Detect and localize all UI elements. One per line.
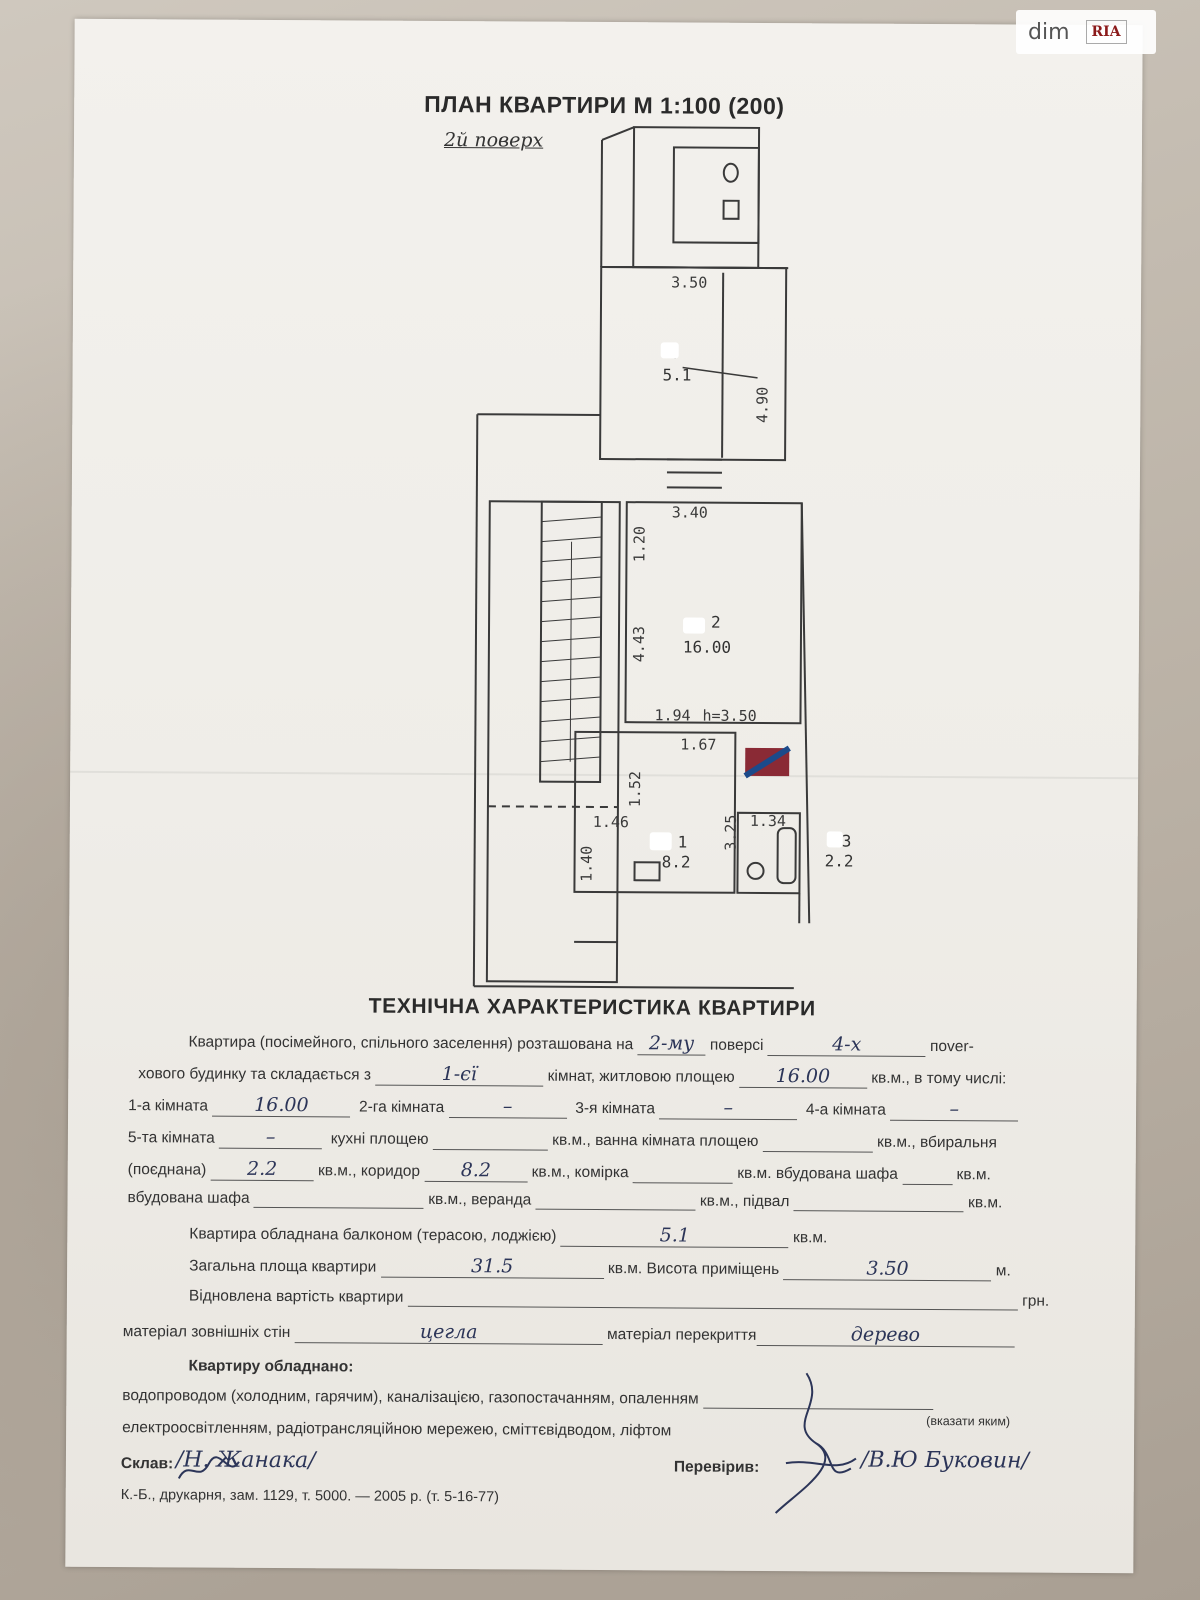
stove-icon xyxy=(633,861,661,882)
watermark-text-ria: RIA xyxy=(1085,20,1127,44)
printer-info: К.-Б., друкарня, зам. 1129, т. 5000. — 2… xyxy=(120,1487,500,1506)
boiler-stripe xyxy=(743,745,791,779)
tech-line-5: (поєднана) 2.2 кв.м., коридор 8.2 кв.м.,… xyxy=(127,1157,991,1186)
dim-1-40: 1.40 xyxy=(577,846,595,882)
dim-1-34: 1.34 xyxy=(750,812,786,830)
specify-note: (вказати яким) xyxy=(926,1413,1011,1429)
balcony-area-value: 5.1 xyxy=(560,1223,789,1249)
wall-material-value: цегла xyxy=(294,1320,603,1346)
tech-line-cost: Відновлена вартість квартири грн. xyxy=(188,1287,1050,1311)
dim-4-43: 4.43 xyxy=(630,626,648,662)
living-area-value: 16.00 xyxy=(738,1064,868,1089)
tech-line-2: хового будинку та складається з 1-єї кім… xyxy=(138,1062,1007,1089)
bathtub-icon xyxy=(776,827,797,885)
room-4-outline xyxy=(599,265,788,462)
white-out-blot xyxy=(649,832,672,851)
room5-area-value: – xyxy=(219,1125,323,1150)
dim-1-52: 1.52 xyxy=(626,771,644,807)
room-1-label: 1 xyxy=(678,832,688,851)
sink-fixture-icon xyxy=(722,199,740,220)
room-3-outline xyxy=(736,811,801,895)
room-3-label: 3 xyxy=(842,831,852,850)
white-out-blot xyxy=(682,617,706,634)
tech-line-materials: матеріал зовнішніх стін цегла матеріал п… xyxy=(123,1319,1015,1348)
watermark-text-dim: dim xyxy=(1028,19,1070,45)
corridor-area-value: 8.2 xyxy=(424,1158,528,1183)
dim-1-94: 1.94 xyxy=(654,706,690,724)
partition-wall xyxy=(721,272,725,458)
ceiling-height-value: 3.50 xyxy=(783,1257,992,1282)
dim-4-90: 4.90 xyxy=(753,387,771,423)
room-2-area: 16.00 xyxy=(683,637,731,656)
dim-h-3-50: h=3.50 xyxy=(702,707,756,725)
floor-plan-drawing: 3.50 4.90 3.40 1.20 4.43 1.94 h=3.50 1.6… xyxy=(472,126,854,990)
compiled-initials-scribble xyxy=(177,1456,240,1479)
storeys-value: 4-х xyxy=(767,1033,926,1057)
room4-area-value: – xyxy=(890,1097,1019,1122)
room2-area-value: – xyxy=(448,1095,567,1119)
combined-wc-area-value: 2.2 xyxy=(210,1157,314,1182)
room3-area-value: – xyxy=(659,1096,798,1121)
room-2-outline xyxy=(624,501,803,725)
dim-3-25: 3.25 xyxy=(722,815,740,851)
signature-scribble xyxy=(774,1372,857,1514)
floor-value: 2-му xyxy=(637,1032,706,1056)
dim-3-50-top: 3.50 xyxy=(671,273,707,291)
plan-title: ПЛАН КВАРТИРИ М 1:100 (200) xyxy=(424,90,785,120)
wc-inner-room xyxy=(672,146,760,244)
dim-1-67: 1.67 xyxy=(680,735,716,753)
document-sheet: 3.50 4.90 3.40 1.20 4.43 1.94 h=3.50 1.6… xyxy=(65,18,1143,1574)
tech-line-total: Загальна площа квартири 31.5 кв.м. Висот… xyxy=(189,1254,1011,1282)
tech-line-balcony: Квартира обладнана балконом (терасою, ло… xyxy=(189,1223,828,1249)
room1-area-value: 16.00 xyxy=(212,1093,351,1118)
tech-title: ТЕХНІЧНА ХАРАКТЕРИСТИКА КВАРТИРИ xyxy=(368,994,816,1021)
tech-line-3: 1-а кімната 16.00 2-га кімната – 3-я кім… xyxy=(128,1093,1019,1122)
room-1-outline xyxy=(573,730,737,894)
checked-signature: /В.Ю Буковин/ xyxy=(860,1447,1030,1474)
dim-ria-watermark: dim RIA xyxy=(1016,10,1156,54)
equipped-heading: Квартиру обладнано: xyxy=(188,1357,354,1376)
tech-line-6: вбудована шафа кв.м., веранда кв.м., під… xyxy=(127,1189,1003,1213)
floor-note: 2й поверх xyxy=(443,129,544,152)
tech-line-4: 5-та кімната – кухні площею кв.м., ванна… xyxy=(127,1125,997,1153)
white-out-blot xyxy=(826,831,843,848)
equipment-line-2: електроосвітленням, радіотрансляційною м… xyxy=(122,1419,672,1440)
ceiling-material-value: дерево xyxy=(756,1322,1015,1348)
tech-line-1: Квартира (посімейного, спільного заселен… xyxy=(188,1032,974,1057)
toilet-fixture-icon xyxy=(722,162,739,183)
washbasin-icon xyxy=(746,861,765,880)
total-area-value: 31.5 xyxy=(380,1254,604,1280)
checked-label: Перевірив: xyxy=(673,1458,760,1476)
dim-3-40: 3.40 xyxy=(672,503,708,521)
staircase xyxy=(539,500,603,783)
compiled-label: Склав: xyxy=(120,1455,174,1473)
rooms-count-value: 1-єї xyxy=(375,1062,544,1087)
room-3-area: 2.2 xyxy=(825,851,854,870)
dim-1-20: 1.20 xyxy=(630,526,648,562)
room-4-area: 5.1 xyxy=(663,365,692,384)
room-2-label: 2 xyxy=(711,613,721,632)
room-1-area: 8.2 xyxy=(662,852,691,871)
dim-1-46: 1.46 xyxy=(593,813,629,831)
white-out-blot xyxy=(660,342,679,359)
